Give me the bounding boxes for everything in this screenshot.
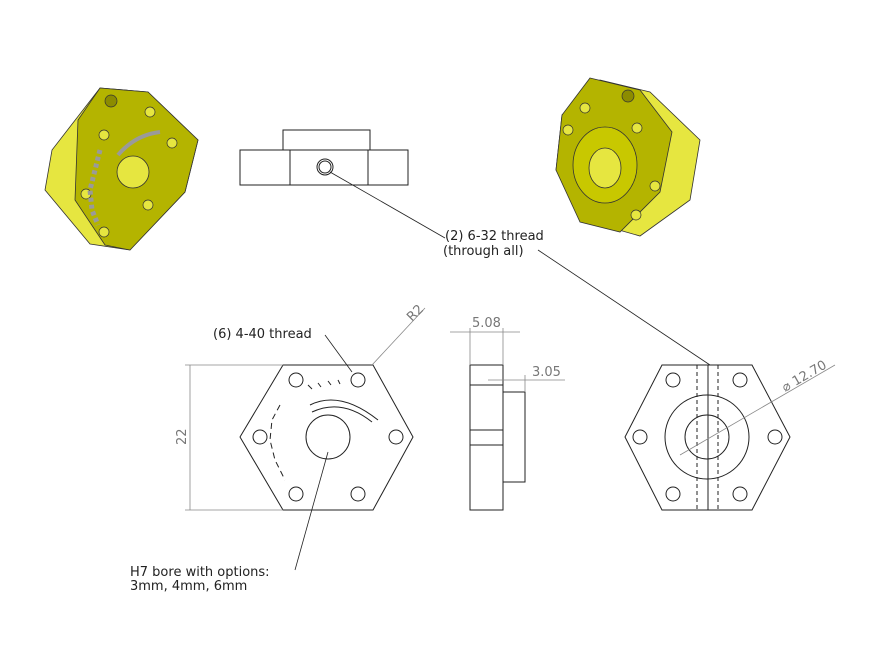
front-view: [239, 364, 414, 511]
thickness-dimension: 5.08: [472, 316, 501, 331]
back-view: [624, 364, 791, 511]
isometric-view-left: [44, 87, 199, 251]
radius-dimension: R2: [404, 302, 427, 325]
thread-632-sublabel: (through all): [443, 244, 524, 259]
side-view: [469, 364, 526, 511]
diameter-dimension: ⌀ 12.70: [780, 358, 830, 396]
bore-options-label: 3mm, 4mm, 6mm: [130, 579, 247, 594]
isometric-view-right: [555, 77, 701, 237]
height-dimension: 22: [175, 428, 190, 445]
thread-632-label: (2) 6-32 thread: [445, 229, 544, 244]
top-view: [239, 129, 409, 186]
thread-440-label: (6) 4-40 thread: [213, 327, 312, 342]
boss-dimension: 3.05: [532, 365, 561, 380]
bore-label: H7 bore with options:: [130, 565, 270, 580]
dimensions: [185, 171, 836, 571]
